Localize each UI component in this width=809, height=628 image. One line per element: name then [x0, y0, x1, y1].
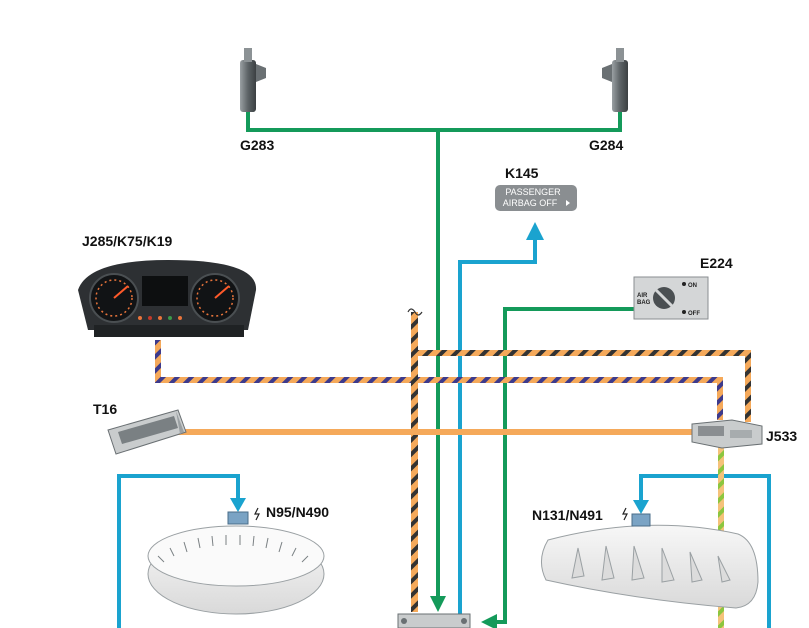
can-wire-control-unit: [407, 308, 751, 612]
e224-air: AIR: [637, 293, 648, 299]
label-t16: T16: [93, 401, 117, 417]
label-g284: G284: [589, 137, 623, 153]
k145-lamp-line2: AIRBAG OFF: [503, 198, 558, 208]
can-wire-cluster: [155, 340, 723, 420]
airbag-control-unit-icon: [397, 613, 471, 628]
k145-lamp-line1: PASSENGER: [505, 187, 561, 197]
label-e224: E224: [700, 255, 733, 271]
label-g283: G283: [240, 137, 274, 153]
blue-wire-n95: [117, 474, 246, 628]
warning-lamp-icon: PASSENGER AIRBAG OFF: [495, 185, 577, 211]
e224-off: OFF: [688, 311, 700, 317]
crash-sensor-icon: [240, 48, 266, 112]
blue-wire-k145: [458, 222, 544, 628]
label-n131: N131/N491: [532, 507, 603, 523]
diagnostic-connector-icon: [107, 409, 187, 455]
airbag-icon: [147, 525, 325, 615]
label-j533: J533: [766, 428, 797, 444]
label-j285: J285/K75/K19: [82, 233, 173, 249]
crash-sensor-icon: [602, 48, 628, 112]
green-wire-sensors: [246, 112, 622, 612]
airbag-icon: [541, 524, 759, 609]
e224-on: ON: [688, 283, 697, 289]
label-k145: K145: [505, 165, 539, 181]
gateway-module-icon: [691, 419, 763, 449]
airbag-switch-icon: AIR BAG ON OFF: [633, 276, 709, 320]
igniter-icon: [227, 507, 260, 525]
e224-bag: BAG: [637, 300, 651, 306]
igniter-icon: [622, 507, 651, 527]
green-wire-e224: [481, 307, 638, 628]
blue-wire-n131: [633, 474, 771, 628]
instrument-cluster-icon: [78, 260, 257, 337]
label-n95: N95/N490: [266, 504, 329, 520]
